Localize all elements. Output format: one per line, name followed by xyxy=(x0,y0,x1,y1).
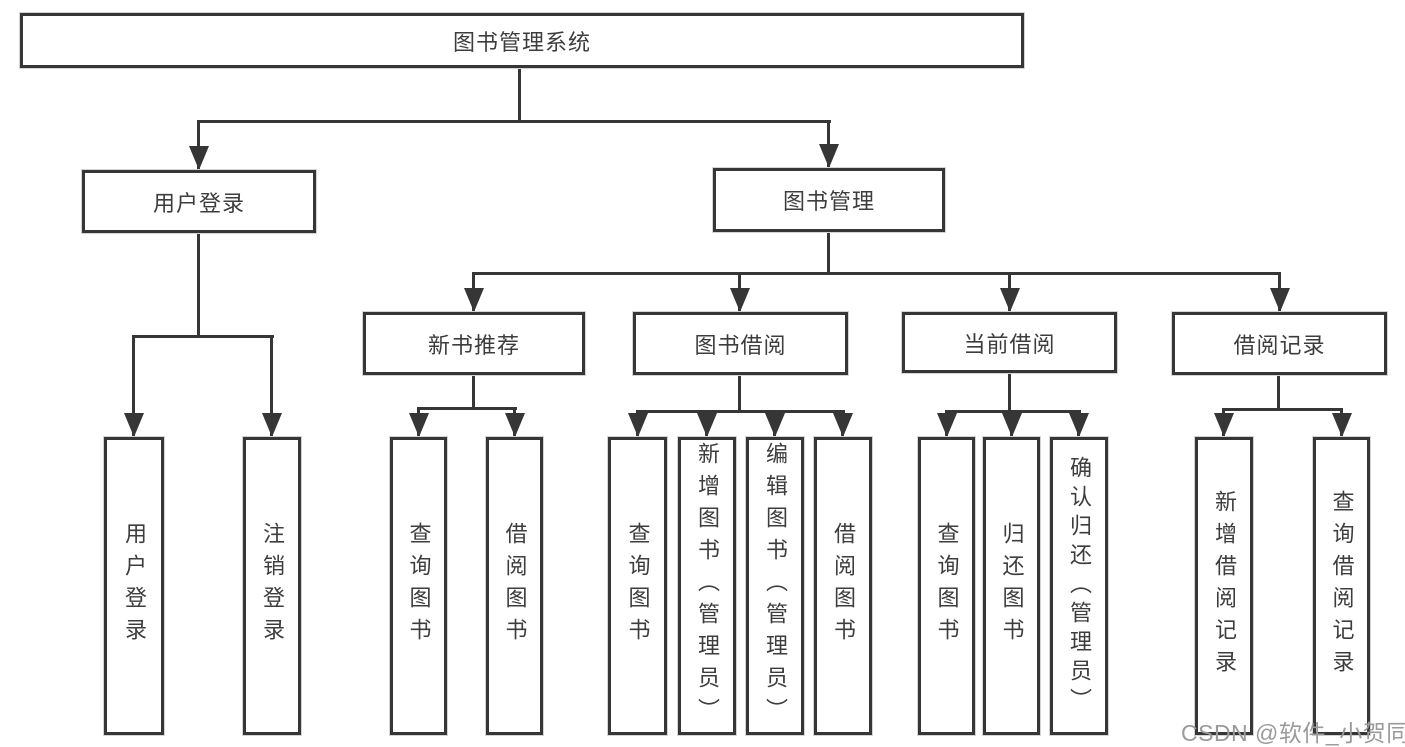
connector-line xyxy=(1277,375,1280,411)
node-new-book-recommend: 新书推荐 xyxy=(363,312,585,375)
connector-line xyxy=(827,232,830,275)
leaf-query-books-current: 查询图书 xyxy=(918,437,975,735)
leaf-borrow-books-recommend: 借阅图书 xyxy=(486,437,543,735)
connector-line xyxy=(132,335,135,437)
leaf-label: 确认归还（管理员） xyxy=(1067,455,1092,717)
connector-line xyxy=(132,335,274,338)
leaf-edit-books-admin: 编辑图书（管理员） xyxy=(746,437,804,735)
connector-line xyxy=(472,272,1281,275)
node-label: 用户登录 xyxy=(152,190,245,216)
node-book-borrowing: 图书借阅 xyxy=(633,312,848,375)
node-current-borrowing: 当前借阅 xyxy=(902,312,1117,373)
leaf-add-borrow-record: 新增借阅记录 xyxy=(1195,437,1253,735)
connector-line xyxy=(518,68,521,123)
leaf-label: 查询图书 xyxy=(625,522,651,650)
leaf-query-books-recommend: 查询图书 xyxy=(390,437,447,735)
connector-line xyxy=(197,120,831,123)
leaf-query-books-borrow: 查询图书 xyxy=(608,437,667,735)
leaf-label: 用户登录 xyxy=(122,522,147,650)
connector-line xyxy=(270,335,273,437)
connector-line xyxy=(636,410,845,413)
arrow-down-icon xyxy=(765,413,785,437)
node-user-login-branch: 用户登录 xyxy=(82,170,316,233)
arrow-down-icon xyxy=(628,413,648,437)
leaf-label: 新增借阅记录 xyxy=(1212,490,1237,682)
connector-line xyxy=(738,375,741,413)
leaf-label: 新增图书（管理员） xyxy=(695,442,720,730)
node-borrowing-records: 借阅记录 xyxy=(1172,312,1387,375)
node-label: 当前借阅 xyxy=(963,331,1056,357)
node-label: 图书借阅 xyxy=(694,332,787,358)
node-label: 图书管理 xyxy=(782,189,875,214)
leaf-label: 借阅图书 xyxy=(502,522,528,650)
leaf-label: 借阅图书 xyxy=(831,522,856,650)
arrow-down-icon xyxy=(1270,288,1290,312)
leaf-user-login: 用户登录 xyxy=(104,437,164,735)
leaf-query-borrow-record: 查询借阅记录 xyxy=(1313,437,1370,735)
node-book-management-branch: 图书管理 xyxy=(713,168,945,232)
arrow-down-icon xyxy=(505,413,525,437)
leaf-label: 查询借阅记录 xyxy=(1329,490,1355,682)
connector-line xyxy=(1008,373,1011,413)
arrow-down-icon xyxy=(1069,413,1089,437)
connector-line xyxy=(472,375,475,410)
arrow-down-icon xyxy=(1002,413,1022,437)
arrow-down-icon xyxy=(1214,413,1234,437)
leaf-label: 编辑图书（管理员） xyxy=(763,442,788,730)
csdn-watermark: CSDN @软件_小贺同学 xyxy=(1181,720,1405,746)
arrow-down-icon xyxy=(697,413,717,437)
arrow-down-icon xyxy=(262,413,282,437)
arrow-down-icon xyxy=(464,288,484,312)
node-label: 新书推荐 xyxy=(427,332,520,358)
arrow-down-icon xyxy=(833,413,853,437)
node-label: 借阅记录 xyxy=(1233,332,1326,358)
node-library-management-system: 图书管理系统 xyxy=(20,13,1024,68)
arrow-down-icon xyxy=(730,288,750,312)
arrow-down-icon xyxy=(937,413,957,437)
leaf-confirm-return-admin: 确认归还（管理员） xyxy=(1050,437,1108,735)
connector-line xyxy=(417,407,517,410)
arrow-down-icon xyxy=(409,413,429,437)
arrow-down-icon xyxy=(124,413,144,437)
connector-line xyxy=(1222,408,1343,411)
leaf-label: 注销登录 xyxy=(260,522,285,650)
node-label: 图书管理系统 xyxy=(452,29,591,55)
leaf-return-books: 归还图书 xyxy=(983,437,1040,735)
leaf-label: 查询图书 xyxy=(934,522,960,650)
connector-line xyxy=(197,120,200,170)
leaf-borrow-books: 借阅图书 xyxy=(814,437,872,735)
arrow-down-icon xyxy=(1000,288,1020,312)
arrow-down-icon xyxy=(1332,413,1352,437)
leaf-logout: 注销登录 xyxy=(243,437,301,735)
leaf-add-books-admin: 新增图书（管理员） xyxy=(678,437,736,735)
connector-line xyxy=(945,410,1081,413)
arrow-down-icon xyxy=(819,144,839,168)
arrow-down-icon xyxy=(189,146,209,170)
connector-line xyxy=(197,233,200,338)
leaf-label: 查询图书 xyxy=(406,522,432,650)
leaf-label: 归还图书 xyxy=(999,522,1025,650)
